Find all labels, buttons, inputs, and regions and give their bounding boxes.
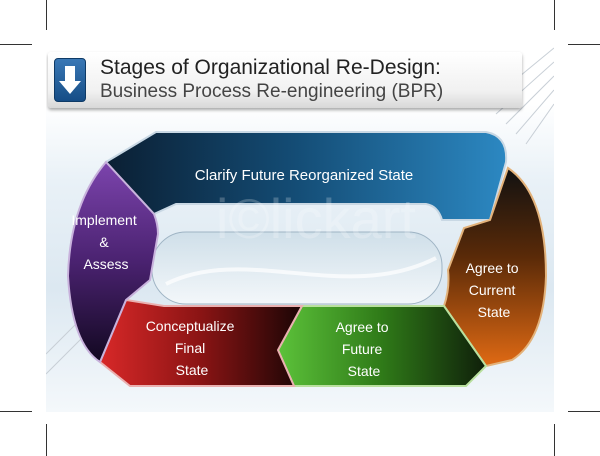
down-arrow-icon <box>54 58 86 102</box>
crop-mark <box>0 411 32 412</box>
watermark: i©lickart <box>216 187 416 250</box>
page-subtitle: Business Process Re-engineering (BPR) <box>100 81 444 102</box>
stage-label-agree-future: Agree to Future State <box>336 319 393 379</box>
page-title: Stages of Organizational Re-Design: <box>100 56 441 79</box>
crop-mark <box>554 0 555 30</box>
stage-label-clarify: Clarify Future Reorganized State <box>195 167 413 184</box>
crop-mark <box>46 424 47 456</box>
center-swoosh <box>165 256 437 286</box>
stage-clarify-shape <box>104 131 508 221</box>
bpr-cycle-diagram: i©lickart Clarify Future Reorganized Sta… <box>46 47 554 412</box>
stage-label-conceptualize: Conceptualize Final State <box>146 318 239 378</box>
crop-mark <box>0 44 32 45</box>
crop-mark <box>568 411 600 412</box>
crop-mark <box>568 44 600 45</box>
stage-label-agree-current: Agree to Current State <box>466 260 523 320</box>
header-banner: Stages of Organizational Re-Design: Busi… <box>48 52 522 108</box>
stage-label-implement: Implement & Assess <box>71 212 140 272</box>
stage-agree-current-shape <box>442 166 548 368</box>
crop-mark <box>554 424 555 456</box>
stage-conceptualize-shape <box>98 298 304 387</box>
diagram-card: i©lickart Clarify Future Reorganized Sta… <box>46 44 554 412</box>
stage-implement-shape <box>66 160 160 364</box>
crop-mark <box>46 0 47 30</box>
